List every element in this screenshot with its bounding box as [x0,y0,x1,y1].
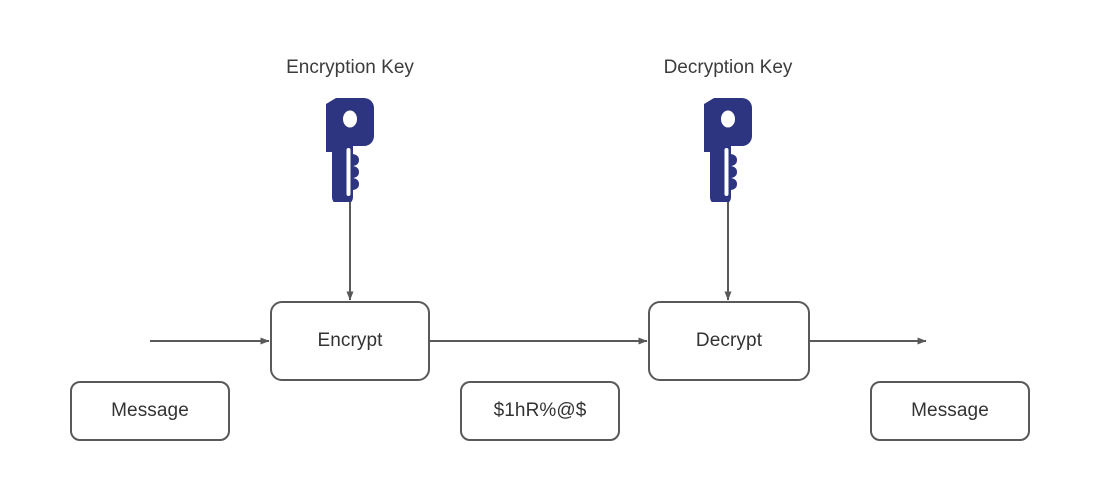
decryption-key-label: Decryption Key [663,57,793,78]
key-icon [694,98,752,205]
encrypt-node[interactable]: Encrypt [270,301,430,381]
ciphertext-node[interactable]: $1hR%@$ [460,381,620,441]
message-input-node[interactable]: Message [70,381,230,441]
message-output-node[interactable]: Message [870,381,1030,441]
encryption-key-label: Encryption Key [286,57,414,78]
key-icon [316,98,374,205]
decrypt-node[interactable]: Decrypt [648,301,810,381]
